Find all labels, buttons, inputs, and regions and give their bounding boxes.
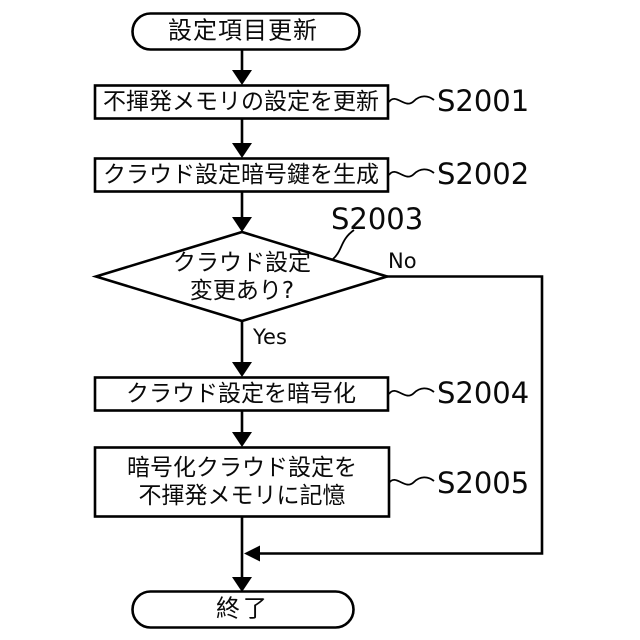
- leader-s2003: [332, 229, 355, 260]
- arrowhead-no-merge: [244, 545, 260, 562]
- arrowhead-into-s2004: [232, 362, 252, 377]
- arrowhead-into-s2002: [232, 143, 252, 158]
- branch-label-yes: Yes: [253, 325, 287, 349]
- process-label-s2001: 不揮発メモリの設定を更新: [103, 88, 379, 115]
- process-label-s2005: 暗号化クラウド設定を 不揮発メモリに記憶: [127, 454, 357, 510]
- leader-s2005: [388, 476, 435, 486]
- step-id-s2004: S2004: [437, 376, 530, 410]
- end-terminal-label: 終了: [216, 594, 270, 623]
- branch-label-no: No: [388, 249, 417, 273]
- process-label-s2002: クラウド設定暗号鍵を生成: [103, 161, 379, 188]
- process-label-s2004: クラウド設定を暗号化: [126, 380, 356, 407]
- process-label-s2005-line2: 不揮発メモリに記憶: [138, 483, 346, 509]
- decision-label-line2: 変更あり?: [189, 278, 295, 304]
- step-id-s2005: S2005: [437, 466, 530, 500]
- leader-s2001: [388, 95, 435, 105]
- start-terminal-label: 設定項目更新: [168, 16, 318, 45]
- edge-s2003-no-bypass: [260, 275, 544, 555]
- leader-s2002: [388, 168, 435, 178]
- end-terminal-shape: [131, 590, 355, 629]
- decision-label-line1: クラウド設定: [173, 249, 311, 276]
- arrowhead-into-s2001: [232, 70, 252, 85]
- decision-label-s2003: クラウド設定 変更あり?: [173, 249, 311, 305]
- process-label-s2005-line1: 暗号化クラウド設定を: [127, 454, 357, 481]
- step-id-s2002: S2002: [437, 157, 530, 191]
- arrowhead-into-end: [232, 577, 252, 592]
- arrowhead-into-s2003: [232, 217, 252, 232]
- arrowhead-into-s2005: [232, 432, 252, 447]
- start-terminal-shape: [131, 12, 361, 51]
- leader-s2004: [388, 387, 435, 397]
- step-id-s2003: S2003: [331, 202, 424, 236]
- step-id-s2001: S2001: [437, 84, 530, 118]
